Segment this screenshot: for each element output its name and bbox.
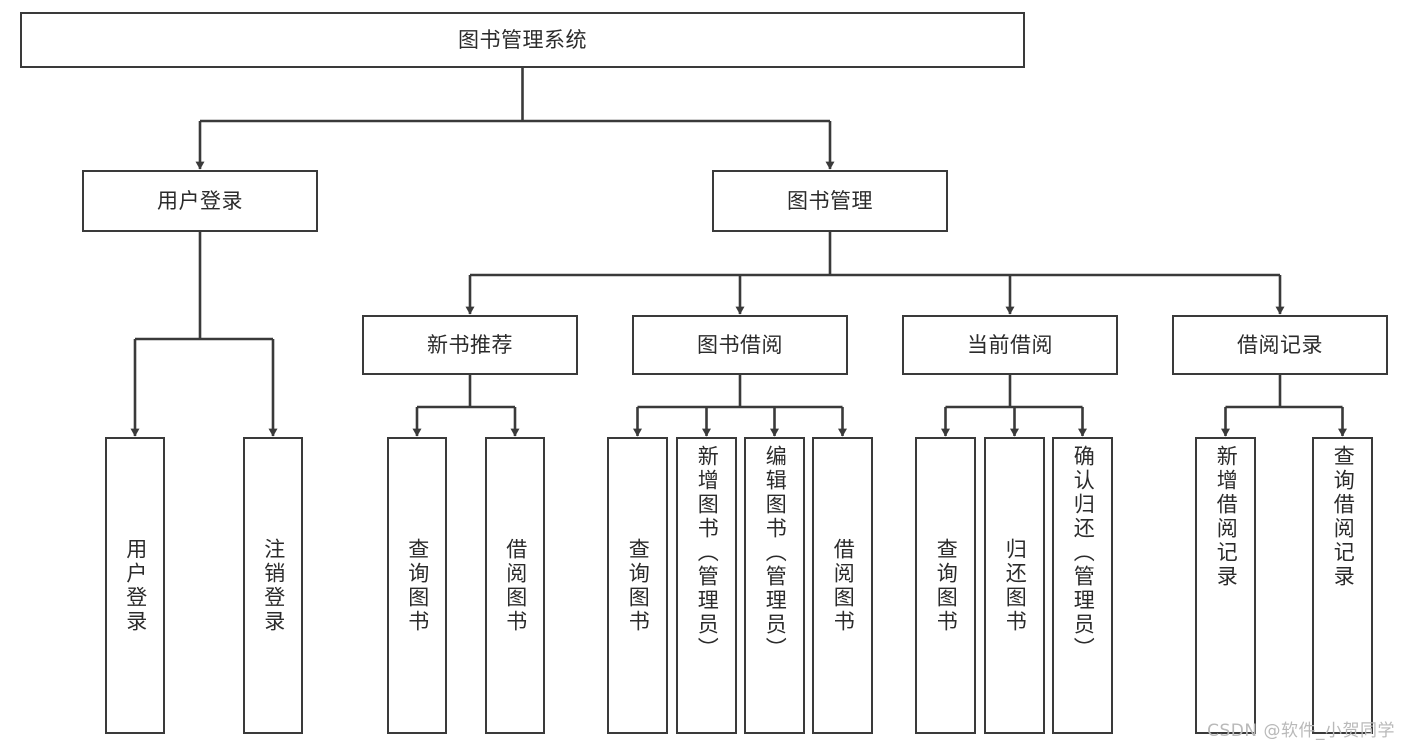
- edges-group: [130, 68, 1347, 437]
- node-leaf6[interactable]: 新增图书（管理员）: [676, 437, 737, 734]
- node-label: 查询图书: [405, 537, 430, 634]
- node-leaf4[interactable]: 借阅图书: [485, 437, 545, 734]
- node-label: 图书管理系统: [458, 27, 587, 52]
- node-label: 用户登录: [123, 537, 148, 634]
- watermark: CSDN @软件_小贺同学: [1207, 721, 1395, 741]
- node-newbook[interactable]: 新书推荐: [362, 315, 578, 375]
- node-label: 图书管理: [787, 188, 873, 213]
- node-label: 查询图书: [934, 537, 959, 634]
- node-label: 查询图书: [626, 537, 651, 634]
- node-label: 借阅记录: [1237, 332, 1323, 357]
- node-label: 新书推荐: [427, 332, 513, 357]
- node-label: 新增借阅记录: [1214, 445, 1239, 589]
- node-label: 归还图书: [1003, 537, 1028, 634]
- node-leaf11[interactable]: 确认归还（管理员）: [1052, 437, 1113, 734]
- node-label: 查询借阅记录: [1331, 445, 1356, 589]
- node-label: 借阅图书: [503, 537, 528, 634]
- node-leaf12[interactable]: 新增借阅记录: [1195, 437, 1256, 734]
- node-label: 借阅图书: [831, 537, 856, 634]
- node-label: 图书借阅: [697, 332, 783, 357]
- node-leaf7[interactable]: 编辑图书（管理员）: [744, 437, 805, 734]
- node-leaf2[interactable]: 注销登录: [243, 437, 303, 734]
- node-leaf5[interactable]: 查询图书: [607, 437, 668, 734]
- node-label: 用户登录: [157, 188, 243, 213]
- node-login[interactable]: 用户登录: [82, 170, 318, 232]
- node-leaf1[interactable]: 用户登录: [105, 437, 165, 734]
- node-leaf10[interactable]: 归还图书: [984, 437, 1045, 734]
- node-leaf8[interactable]: 借阅图书: [812, 437, 873, 734]
- node-leaf13[interactable]: 查询借阅记录: [1312, 437, 1373, 734]
- node-label: 编辑图书（管理员）: [763, 445, 788, 661]
- node-root[interactable]: 图书管理系统: [20, 12, 1025, 68]
- node-label: 新增图书（管理员）: [695, 445, 720, 661]
- node-current[interactable]: 当前借阅: [902, 315, 1118, 375]
- node-record[interactable]: 借阅记录: [1172, 315, 1388, 375]
- node-leaf3[interactable]: 查询图书: [387, 437, 447, 734]
- node-label: 确认归还（管理员）: [1071, 445, 1096, 661]
- node-leaf9[interactable]: 查询图书: [915, 437, 976, 734]
- node-label: 注销登录: [261, 537, 286, 634]
- node-bookmgmt[interactable]: 图书管理: [712, 170, 948, 232]
- node-label: 当前借阅: [967, 332, 1053, 357]
- node-borrow[interactable]: 图书借阅: [632, 315, 848, 375]
